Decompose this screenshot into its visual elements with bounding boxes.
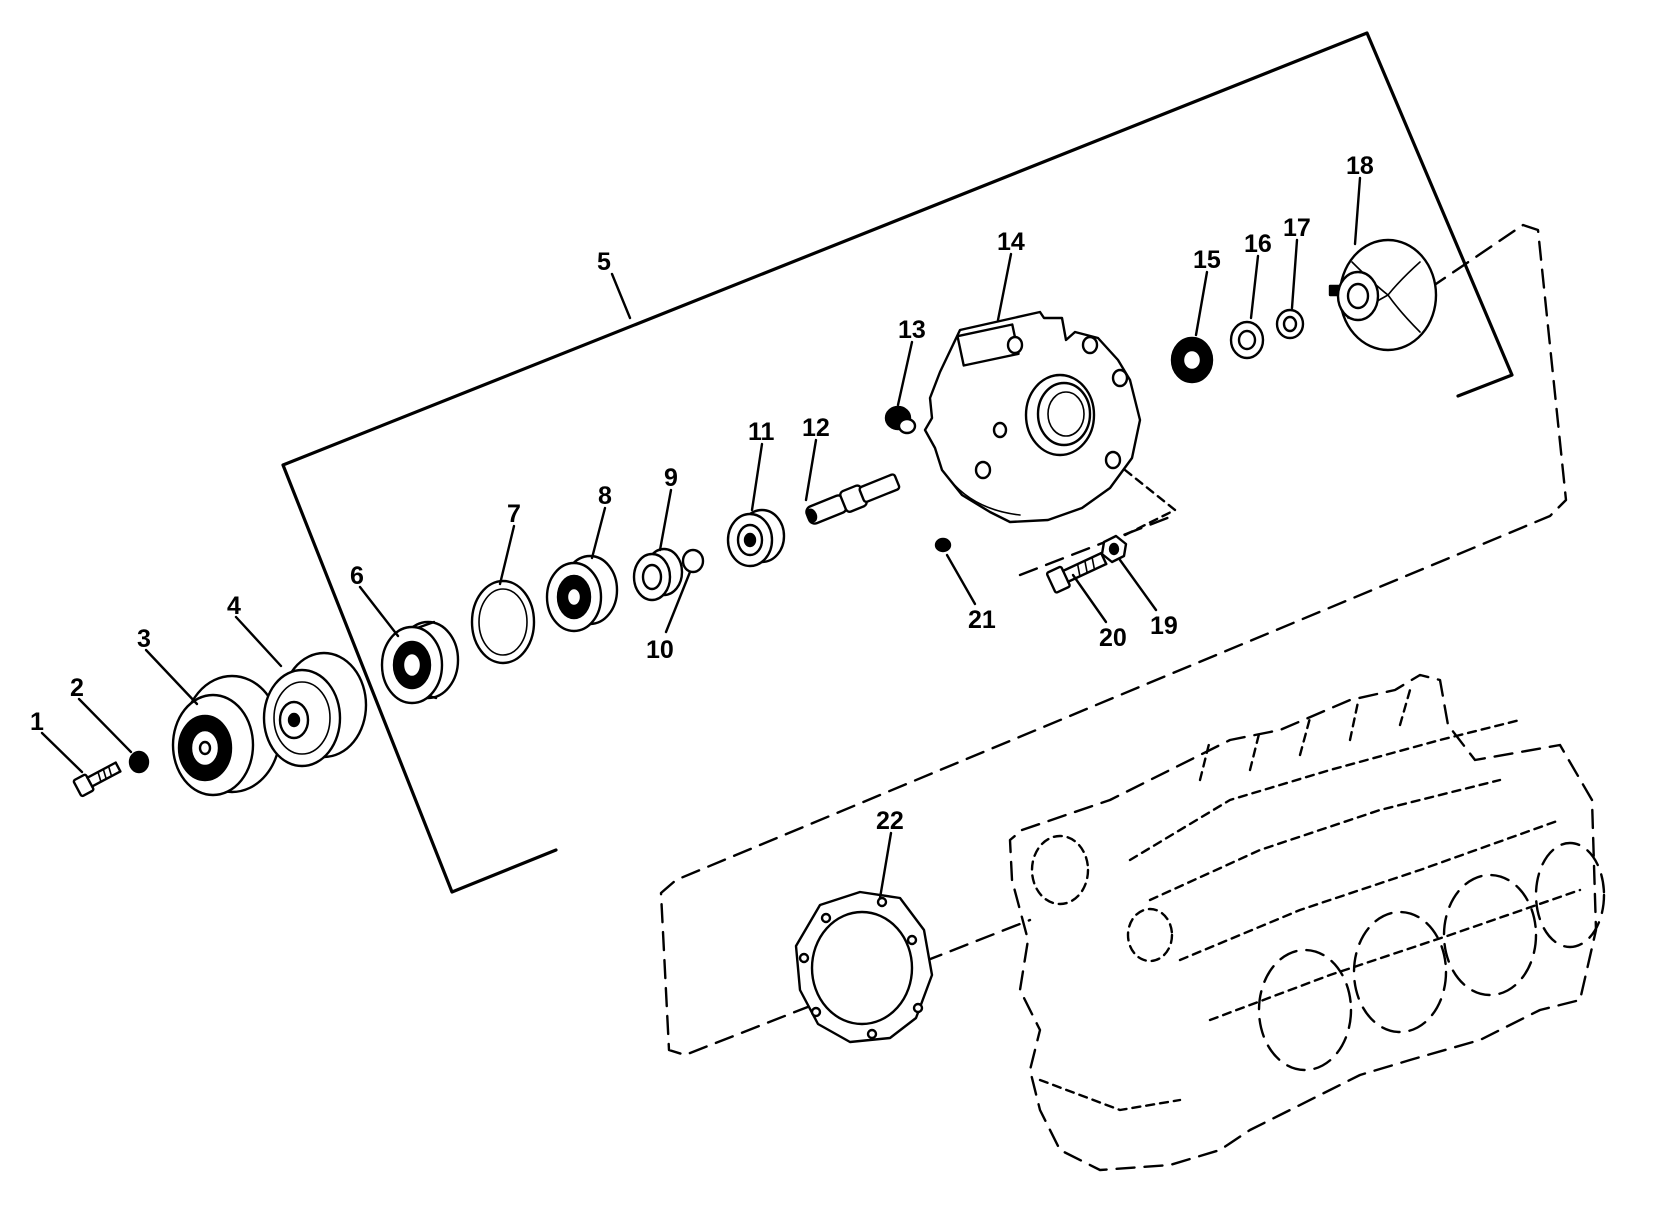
engine-block [1008,673,1606,1172]
callout-15: 15 [1193,246,1221,274]
part-14-housing [923,310,1142,524]
callout-labels: 1 2 3 4 5 6 7 8 9 10 11 12 13 14 15 16 1… [30,152,1374,835]
callout-5: 5 [597,248,611,276]
part-4-pulley [262,651,368,768]
callout-4: 4 [227,592,241,620]
part-2-washer [128,750,150,774]
callout-3: 3 [137,625,151,653]
part-11-bearing [726,508,786,568]
part-21-nut [934,537,952,553]
part-19-nut [1100,534,1128,564]
callout-16: 16 [1244,230,1272,258]
part-18-impeller [1328,238,1438,352]
part-9-seal [632,547,684,602]
callout-2: 2 [70,674,84,702]
callout-12: 12 [802,414,830,442]
callout-8: 8 [598,482,612,510]
callout-6: 6 [350,562,364,590]
part-22-gasket [794,890,934,1044]
callout-20: 20 [1099,624,1127,652]
callout-14: 14 [997,228,1025,256]
part-20-bolt [1045,551,1108,594]
part-15-seal [1170,336,1214,384]
assembly-bracket [281,31,1514,894]
part-13-plug [884,405,917,435]
callout-11: 11 [748,418,775,446]
alignment-frame [659,223,1568,1057]
part-3-hub [171,674,282,797]
part-6-bearing [380,620,460,705]
callout-13: 13 [898,316,926,344]
callout-18: 18 [1346,152,1374,180]
part-10-o-ring [681,548,705,574]
callout-1: 1 [30,708,44,736]
part-12-shaft [805,473,901,525]
part-7-snap-ring [470,579,536,665]
part-8-bearing [545,554,619,633]
callout-9: 9 [664,464,678,492]
part-16-seal [1229,320,1265,360]
callout-19: 19 [1150,612,1178,640]
callout-22: 22 [876,807,904,835]
callout-10: 10 [646,636,674,664]
callout-17: 17 [1283,214,1311,242]
leader-lines [40,176,1362,900]
part-1-bolt [72,761,122,798]
part-17-washer [1275,308,1305,340]
callout-7: 7 [507,500,521,528]
callout-21: 21 [968,606,996,634]
